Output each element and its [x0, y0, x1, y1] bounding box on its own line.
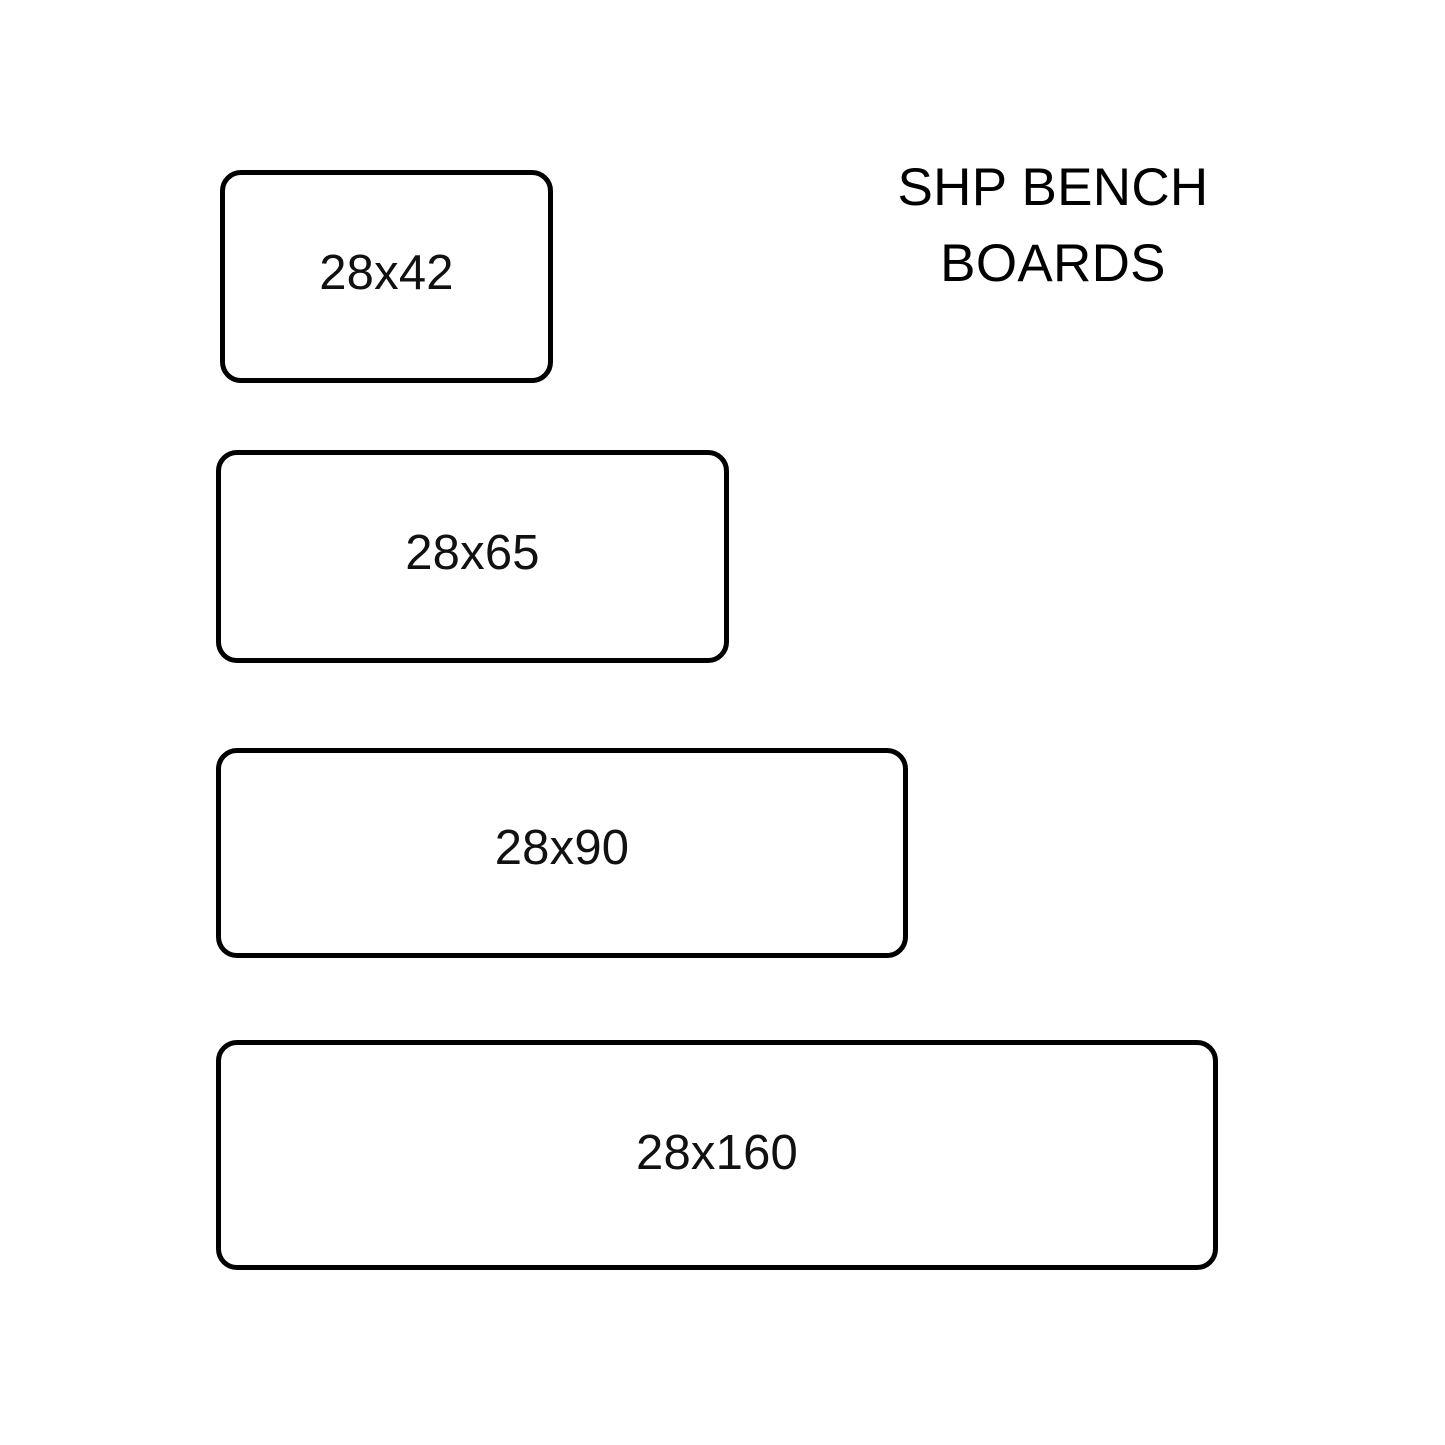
board-shape-28x42: 28x42	[220, 170, 553, 383]
diagram-title: SHP BENCH BOARDS	[818, 150, 1288, 302]
board-label: 28x90	[494, 821, 630, 875]
board-label: 28x65	[405, 526, 540, 580]
board-shape-28x65: 28x65	[216, 450, 729, 663]
board-shape-28x90: 28x90	[216, 748, 908, 958]
board-label: 28x160	[636, 1126, 798, 1180]
diagram-title-line-1: SHP BENCH	[897, 158, 1209, 217]
board-label: 28x42	[319, 246, 454, 300]
diagram-title-line-2: BOARDS	[940, 234, 1166, 293]
board-shape-28x160: 28x160	[216, 1040, 1218, 1270]
